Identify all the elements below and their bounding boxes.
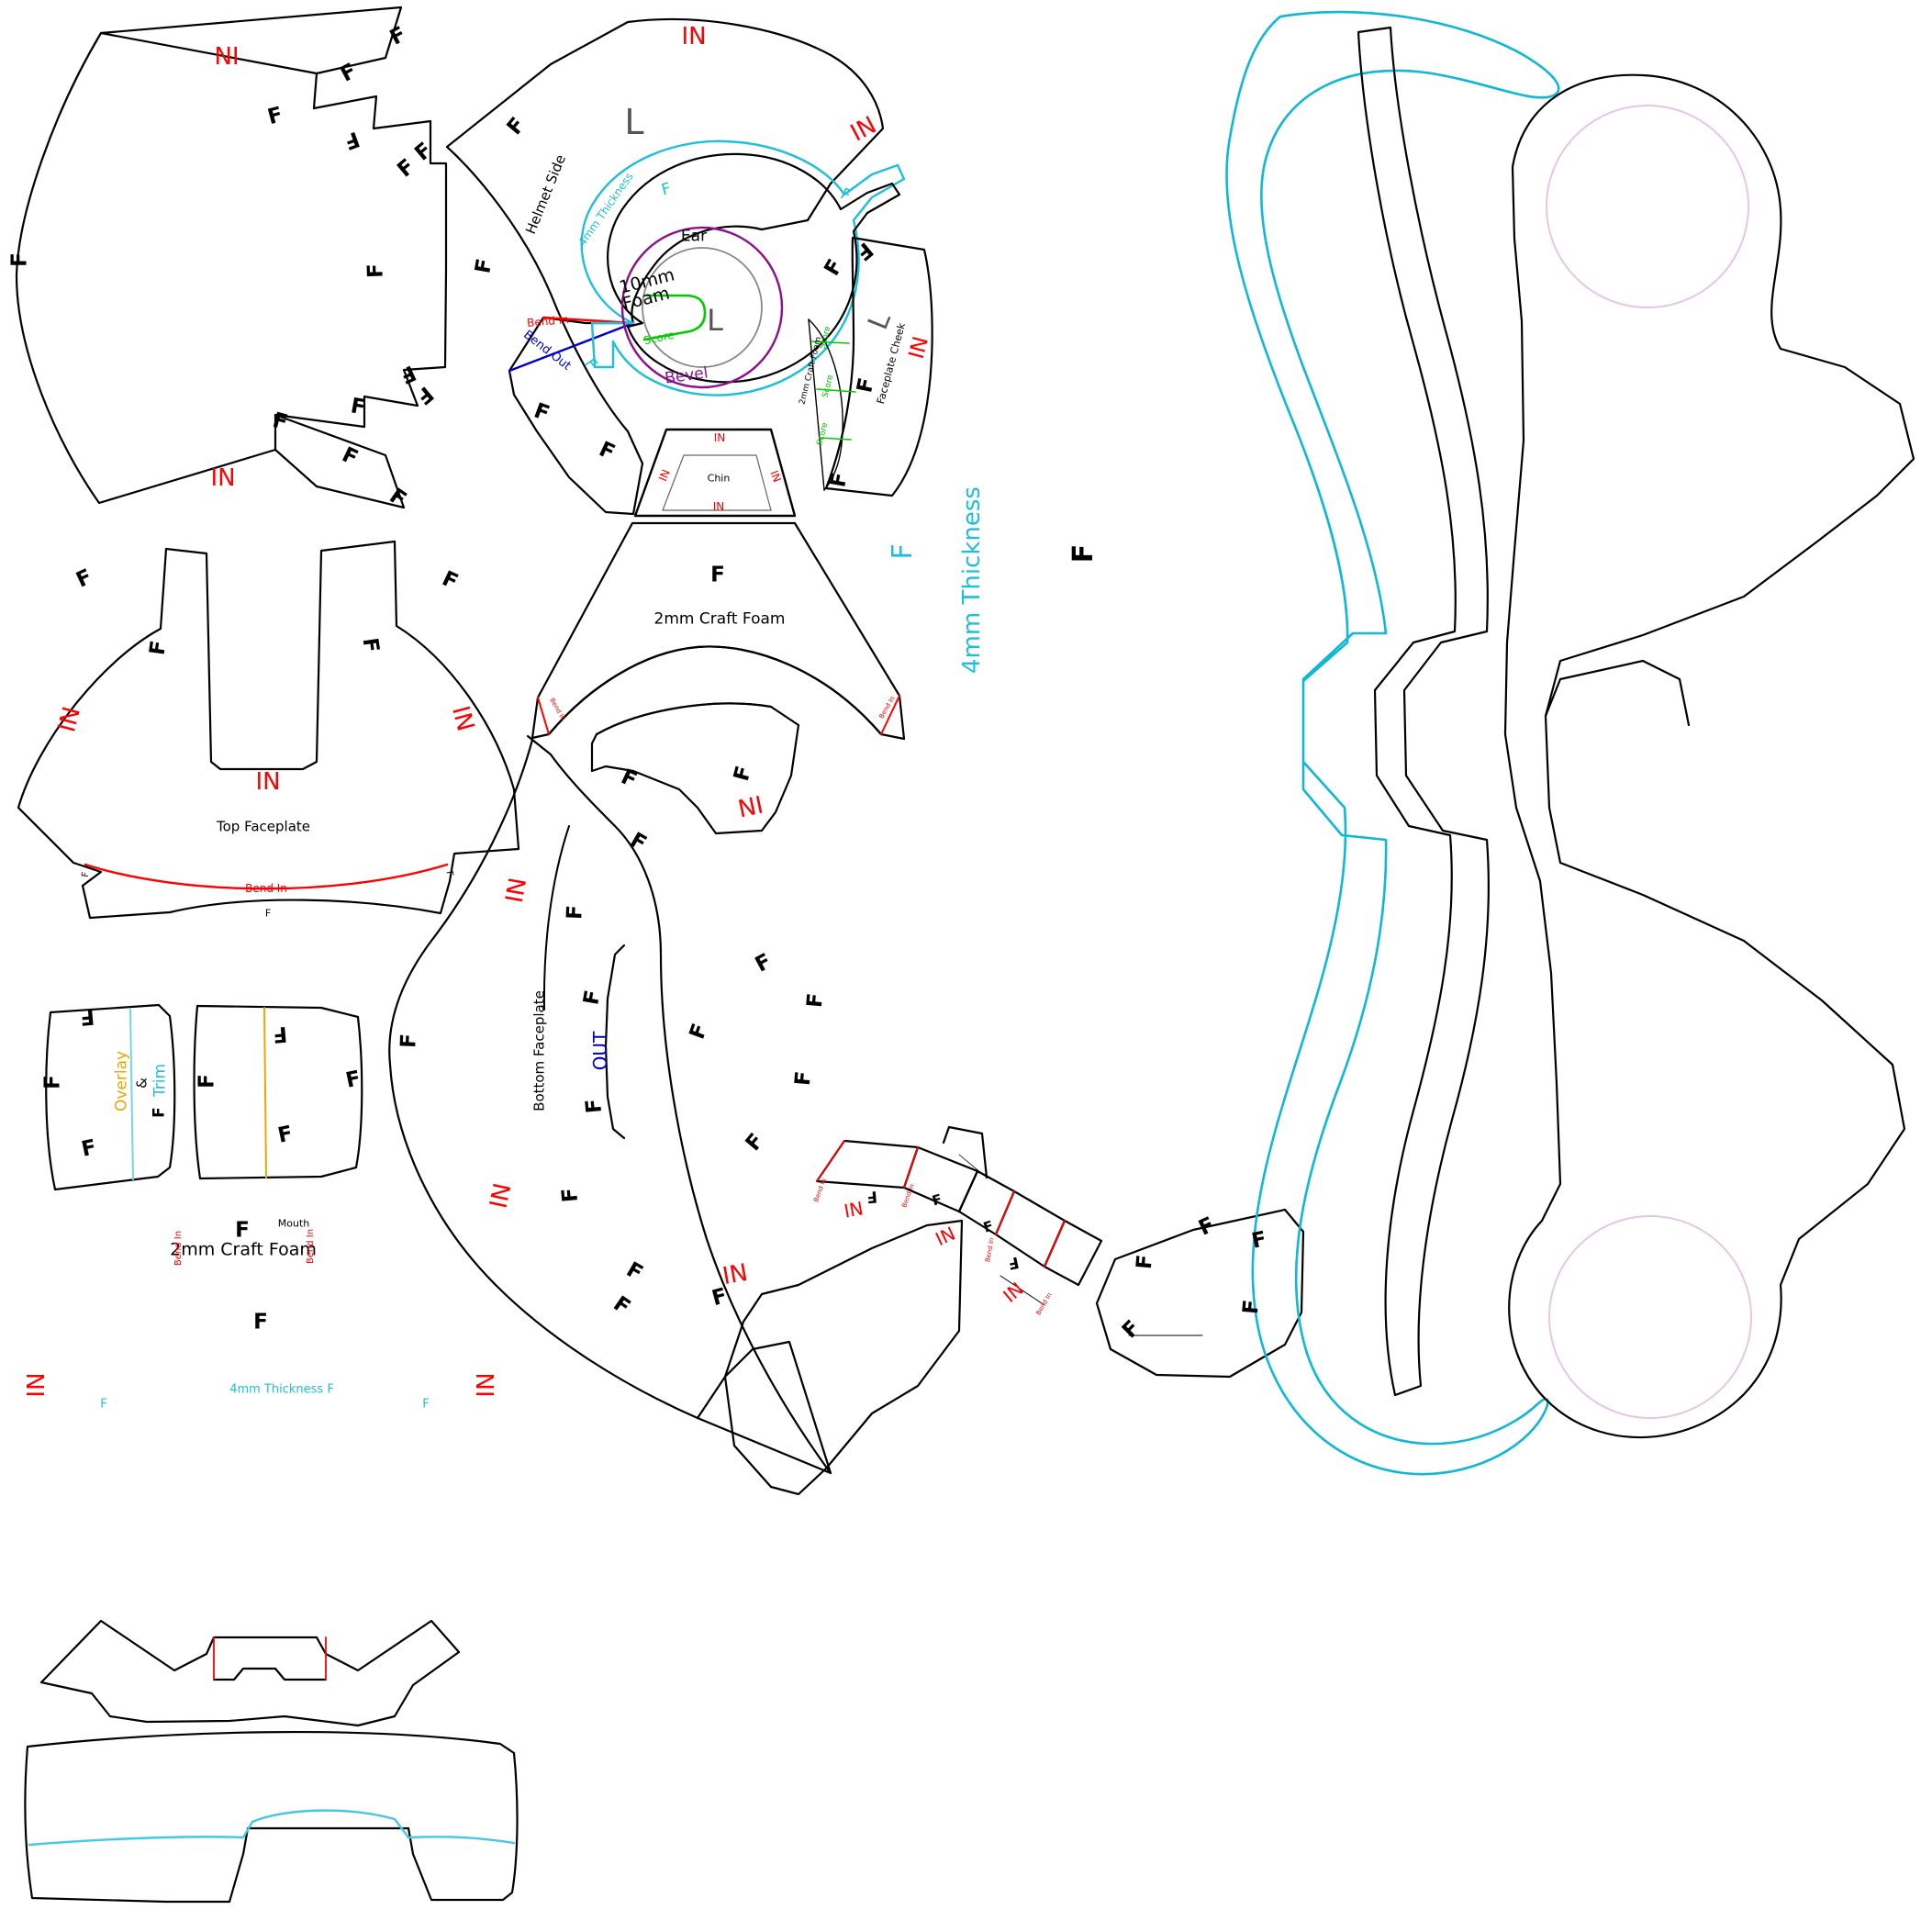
faceplate-cheek-score-1 (810, 341, 850, 344)
piece-outline-right-black-strip (1357, 26, 1491, 1397)
piece-outline-right-large-panel (1503, 73, 1915, 1439)
piece-outline-bottom-right-poly (1095, 1208, 1305, 1379)
chain-thin-crease (958, 1154, 988, 1178)
piece-outline-top-left-tab-a (99, 6, 403, 75)
faceplate-cheek-left-edge (808, 318, 825, 491)
piece-outline-faceplate-cheek (824, 236, 933, 497)
piece-outline-chain-5 (1043, 1219, 1103, 1287)
right-panel-circle-bottom (1548, 1215, 1752, 1419)
faceplate-cheek-score-3 (819, 437, 852, 441)
bottom-strip-thickness-4mm (28, 1809, 516, 1847)
overlay-left-trim-line (129, 1009, 134, 1180)
piece-outline-top-left-tab-b (274, 413, 406, 509)
bend-out-line-helmet-side (508, 321, 635, 373)
piece-outline-helmet-side (445, 17, 885, 516)
piece-outline-craft-foam-center (530, 521, 906, 741)
piece-outline-chain-1 (815, 1139, 920, 1189)
chain-bend-3 (995, 1190, 1015, 1235)
piece-outline-chain-3 (957, 1169, 1016, 1236)
chain-bend-4 (1044, 1220, 1066, 1268)
ear-inner-circle (642, 247, 763, 368)
piece-outline-bottom-faceplate (388, 734, 832, 1475)
chin-inner-guide (662, 454, 772, 511)
chain-bend-2 (903, 1146, 919, 1189)
piece-outline-overlay-right (193, 1004, 363, 1180)
piece-outline-mouth (39, 1619, 461, 1727)
right-panel-notch (1544, 659, 1691, 727)
craft-foam-center-arc (547, 645, 883, 736)
faceplate-cheek-score-2 (816, 388, 856, 393)
piece-outline-top-left-panel (15, 31, 448, 505)
piece-outline-overlay-left (45, 1003, 176, 1191)
faceplate-cheek-inner-curve (808, 318, 843, 491)
overlay-right-orange-line (263, 1007, 267, 1178)
bottom-faceplate-notch (604, 944, 626, 1140)
mouth-inner-notch (212, 1667, 328, 1681)
right-pentagon-crease (1000, 1275, 1045, 1306)
piece-outline-right-cyan-thickness (1225, 10, 1560, 1476)
mid-wedge-edge-inner (596, 702, 772, 735)
bend-in-tab-left-craft (537, 697, 550, 735)
right-panel-circle-top (1546, 105, 1749, 308)
chain-cap (942, 1125, 988, 1179)
piece-outline-chin (633, 428, 797, 518)
bottom-faceplate-arc (542, 825, 570, 1011)
piece-outline-chain-4 (994, 1189, 1067, 1268)
piece-outline-bottom-strip (24, 1731, 519, 1904)
ear-score-line (642, 294, 707, 341)
ear-bevel-circle (620, 226, 784, 389)
ear-outer-ring (607, 152, 901, 384)
top-faceplate-bend-in (84, 863, 449, 890)
bend-in-tab-right-craft (880, 695, 900, 735)
piece-outline-top-faceplate (17, 540, 520, 920)
bottom-faceplate-tail (696, 1340, 832, 1475)
ear-thickness-ring-4mm (580, 140, 906, 396)
piece-outline-right-pentagon (723, 1219, 964, 1496)
chain-bend-1 (816, 1140, 845, 1182)
